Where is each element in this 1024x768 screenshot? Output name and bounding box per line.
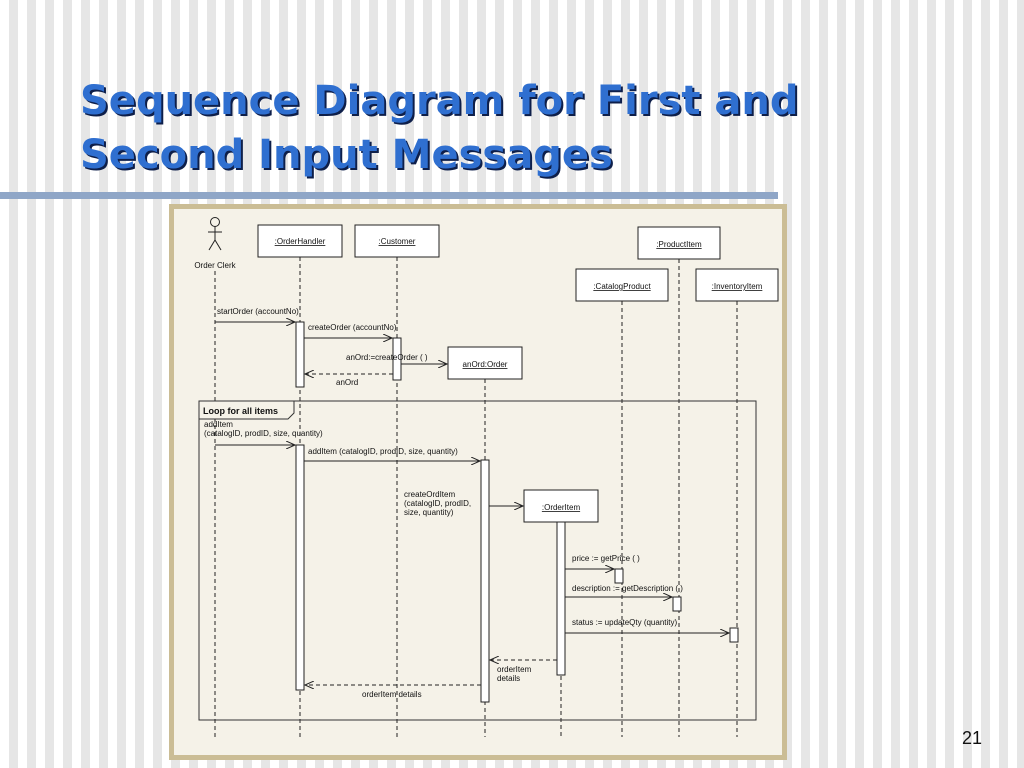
message-label-line-2: (catalogID, prodID,: [404, 499, 471, 508]
message-label: anOrd: [336, 378, 358, 387]
title-line-2: Second Input Messages: [80, 132, 613, 178]
object-label: :OrderItem: [542, 503, 581, 512]
actor-label: Order Clerk: [194, 261, 236, 270]
object-inventory-item: :InventoryItem: [695, 268, 779, 302]
slide-title: Sequence Diagram for First and Second In…: [80, 74, 980, 182]
message-add-item-2: addItem (catalogID, prodID, size, quanti…: [304, 447, 480, 461]
object-label: anOrd:Order: [463, 360, 508, 369]
message-label-line-1: createOrdItem: [404, 490, 455, 499]
message-label: anOrd:=createOrder ( ): [346, 353, 428, 362]
object-catalog-product: :CatalogProduct: [575, 268, 669, 302]
title-divider: [0, 192, 778, 199]
slide-number: 21: [962, 728, 983, 748]
message-add-item-1: addItem (catalogID, prodID, size, quanti…: [204, 420, 323, 445]
message-get-description: description := getDescription ( ): [565, 584, 683, 597]
message-label-line-1: orderItem: [497, 665, 532, 674]
object-order-item: :OrderItem: [523, 489, 599, 523]
message-start-order: startOrder (accountNo): [215, 307, 299, 322]
message-label-line-2: details: [497, 674, 520, 683]
message-label: startOrder (accountNo): [217, 307, 299, 316]
message-create-order: createOrder (accountNo): [304, 323, 397, 338]
message-label: createOrder (accountNo): [308, 323, 397, 332]
activation-bars: [295, 321, 739, 703]
message-create-ord-item: createOrdItem (catalogID, prodID, size, …: [404, 490, 523, 517]
loop-label: Loop for all items: [203, 406, 278, 416]
message-update-qty: status := updateQty (quantity): [565, 618, 729, 633]
object-label: :Customer: [379, 237, 416, 246]
actor-order-clerk: Order Clerk: [194, 217, 237, 270]
object-customer: :Customer: [354, 224, 440, 258]
object-order-handler: :OrderHandler: [257, 224, 343, 258]
message-order-item-details-return-1: orderItem details: [490, 660, 557, 683]
loop-frame: Loop for all items: [198, 400, 757, 721]
object-an-ord-order: anOrd:Order: [447, 346, 523, 380]
object-product-item: :ProductItem: [637, 226, 721, 260]
message-label-line-2: (catalogID, prodID, size, quantity): [204, 429, 323, 438]
message-label-line-3: size, quantity): [404, 508, 454, 517]
message-an-ord-return: anOrd: [305, 374, 393, 387]
diagram-frame: Order Clerk :OrderHandler :Customer :Pro…: [169, 204, 787, 760]
title-line-1: Sequence Diagram for First and: [80, 78, 799, 124]
message-label: addItem (catalogID, prodID, size, quanti…: [308, 447, 458, 456]
object-label: :OrderHandler: [275, 237, 326, 246]
object-label: :InventoryItem: [712, 282, 763, 291]
object-label: :ProductItem: [656, 240, 702, 249]
message-label: description := getDescription ( ): [572, 584, 683, 593]
lifelines: [214, 257, 738, 737]
message-label-line-1: addItem: [204, 420, 233, 429]
message-get-price: price := getPrice ( ): [565, 554, 640, 569]
object-label: :CatalogProduct: [593, 282, 651, 291]
message-label: status := updateQty (quantity): [572, 618, 678, 627]
message-label: orderItem details: [362, 690, 422, 699]
message-an-ord-create: anOrd:=createOrder ( ): [346, 353, 447, 364]
sequence-diagram: Order Clerk :OrderHandler :Customer :Pro…: [194, 217, 779, 737]
message-order-item-details-return-2: orderItem details: [305, 685, 481, 699]
message-label: price := getPrice ( ): [572, 554, 640, 563]
